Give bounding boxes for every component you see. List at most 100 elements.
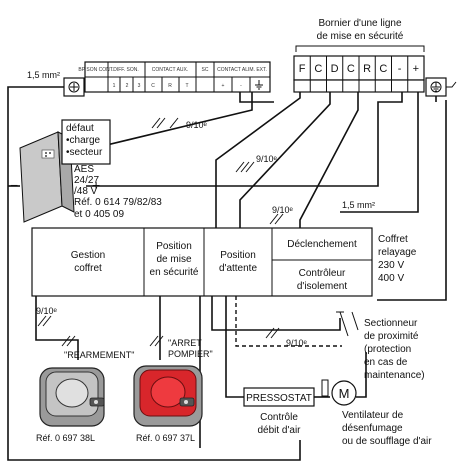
aes-model-3: /48 V bbox=[74, 186, 98, 197]
aes-status-secteur: •secteur bbox=[66, 147, 103, 158]
dashed-control-wire bbox=[235, 296, 342, 347]
key-icon bbox=[179, 397, 195, 407]
strip-pin-c: C bbox=[151, 83, 155, 89]
rearmement-ref: Réf. 0 697 38L bbox=[36, 433, 95, 443]
aes-plus-wire bbox=[86, 92, 403, 187]
mise-line-3: en sécurité bbox=[150, 267, 199, 278]
polarity-plus: + bbox=[92, 177, 100, 193]
aes-model-1: AES bbox=[74, 164, 94, 175]
cable-label-1: 9/10ᵉ bbox=[186, 120, 208, 130]
strip-group-sc: SC bbox=[202, 67, 209, 73]
aes-ref-1: Réf. 0 614 79/82/83 bbox=[74, 197, 162, 208]
cable-label-2: 9/10ᵉ bbox=[256, 154, 278, 164]
terminal-cell-label: C bbox=[314, 63, 322, 75]
cable-label-4: 9/10ᵉ bbox=[36, 306, 58, 316]
strip-pin-r: R bbox=[168, 83, 172, 89]
terminal-cell-label: F bbox=[299, 63, 306, 75]
aes-ref-2: et 0 405 09 bbox=[74, 209, 124, 220]
left-main-wire bbox=[7, 86, 301, 461]
aes-model-2: 24/27 bbox=[74, 175, 99, 186]
strip-drop-wire bbox=[239, 92, 274, 103]
gestion-line-1: Gestion bbox=[71, 250, 105, 261]
gestion-line-2: coffret bbox=[74, 263, 102, 274]
aes-status-box bbox=[61, 119, 111, 165]
aes-status-charge: •charge bbox=[66, 135, 101, 146]
cable-hatches bbox=[37, 117, 284, 347]
arret-label-2: POMPIER" bbox=[168, 349, 213, 359]
fan-caption-1: Ventilateur de bbox=[342, 410, 404, 421]
tb-wire-f bbox=[215, 92, 301, 228]
terminal-cell-label: C bbox=[379, 63, 387, 75]
sectionneur-line-1: Sectionneur bbox=[364, 318, 418, 329]
pressostat-wire bbox=[225, 296, 244, 398]
fan-motor: M bbox=[321, 379, 357, 406]
terminal-cell-label: - bbox=[398, 63, 402, 75]
sectionneur-line-5: maintenance) bbox=[364, 370, 425, 381]
strip-group-alim: CONTACT ALIM. EXT. bbox=[217, 67, 267, 73]
terminal-cell-label: + bbox=[413, 63, 419, 75]
main-cable-section: 1,5 mm² bbox=[27, 70, 60, 80]
declenchement-label: Déclenchement bbox=[287, 239, 357, 250]
rearmement-label: "REARMEMENT" bbox=[64, 350, 134, 360]
key-icon bbox=[89, 397, 105, 407]
cable-label-5: 9/10ᵉ bbox=[286, 338, 308, 348]
arret-ref: Réf. 0 697 37L bbox=[136, 433, 195, 443]
ground-lead bbox=[446, 81, 457, 88]
right-1-5-wire bbox=[340, 92, 419, 213]
strip-pin-t: T bbox=[185, 83, 188, 89]
sectionneur-line-3: (protection bbox=[364, 344, 411, 355]
polarity-minus: − bbox=[10, 177, 18, 193]
relay-side-2: relayage bbox=[378, 247, 417, 258]
sectionneur-line-2: de proximité bbox=[364, 331, 419, 342]
terminal-cell-label: D bbox=[331, 63, 339, 75]
controleur-line-2: d'isolement bbox=[297, 281, 347, 292]
pressostat-caption-1: Contrôle bbox=[260, 412, 298, 423]
strip-pin-1: 1 bbox=[113, 83, 116, 89]
attente-line-1: Position bbox=[220, 250, 256, 261]
terminal-cell-label: R bbox=[363, 63, 371, 75]
fan-caption-3: ou de soufflage d'air bbox=[342, 436, 432, 447]
strip-pin-plus: + bbox=[222, 83, 225, 89]
left-input-terminal bbox=[63, 77, 85, 97]
controleur-line-1: Contrôleur bbox=[299, 268, 346, 279]
cable-label-3: 9/10ᵉ bbox=[272, 205, 294, 215]
arret-pompier-button bbox=[133, 365, 203, 427]
attente-line-2: d'attente bbox=[219, 263, 257, 274]
top-terminal-strip: BP SON CONT. DIFF. SON. CONTACT AUX. SC … bbox=[78, 61, 271, 93]
relay-side-4: 400 V bbox=[378, 273, 404, 284]
sectionneur-line-4: en cas de bbox=[364, 357, 408, 368]
aes-signal-wire bbox=[85, 92, 253, 151]
safety-line-terminal-block: Bornier d'une ligne de mise en sécurité … bbox=[293, 18, 425, 93]
terminal-block-title-1: Bornier d'une ligne bbox=[318, 18, 402, 29]
motor-supply-wire bbox=[356, 352, 367, 398]
ground-symbol-icon bbox=[255, 80, 263, 90]
strip-group-bp: BP SON CONT. bbox=[78, 67, 113, 73]
sectionneur-switch bbox=[336, 311, 359, 337]
mise-line-1: Position bbox=[156, 241, 192, 252]
strip-pin-3: 3 bbox=[138, 83, 141, 89]
strip-group-contact-aux: CONTACT AUX. bbox=[152, 67, 189, 73]
fan-caption-2: désenfumage bbox=[342, 423, 403, 434]
relay-side-1: Coffret bbox=[378, 234, 408, 245]
arret-label-1: "ARRET bbox=[168, 338, 202, 348]
relay-side-3: 230 V bbox=[378, 260, 404, 271]
strip-group-diff: DIFF. SON. bbox=[113, 67, 139, 73]
rearmement-button bbox=[39, 367, 105, 427]
mise-line-2: de mise bbox=[156, 254, 191, 265]
strip-pin-2: 2 bbox=[126, 83, 129, 89]
rearmement-wire bbox=[35, 296, 79, 360]
pressostat-caption-2: débit d'air bbox=[257, 425, 301, 436]
right-main-wire bbox=[377, 100, 447, 301]
pressostat-label: PRESSOSTAT bbox=[246, 393, 312, 404]
power-wires bbox=[7, 86, 447, 461]
pressostat-box bbox=[243, 387, 315, 407]
tb-wire-r bbox=[299, 92, 359, 228]
terminal-block-title-2: de mise en sécurité bbox=[317, 31, 404, 42]
right-ground-terminal bbox=[425, 77, 447, 97]
terminal-cell-label: C bbox=[347, 63, 355, 75]
attente-wire bbox=[211, 296, 341, 331]
relay-box bbox=[31, 227, 373, 297]
